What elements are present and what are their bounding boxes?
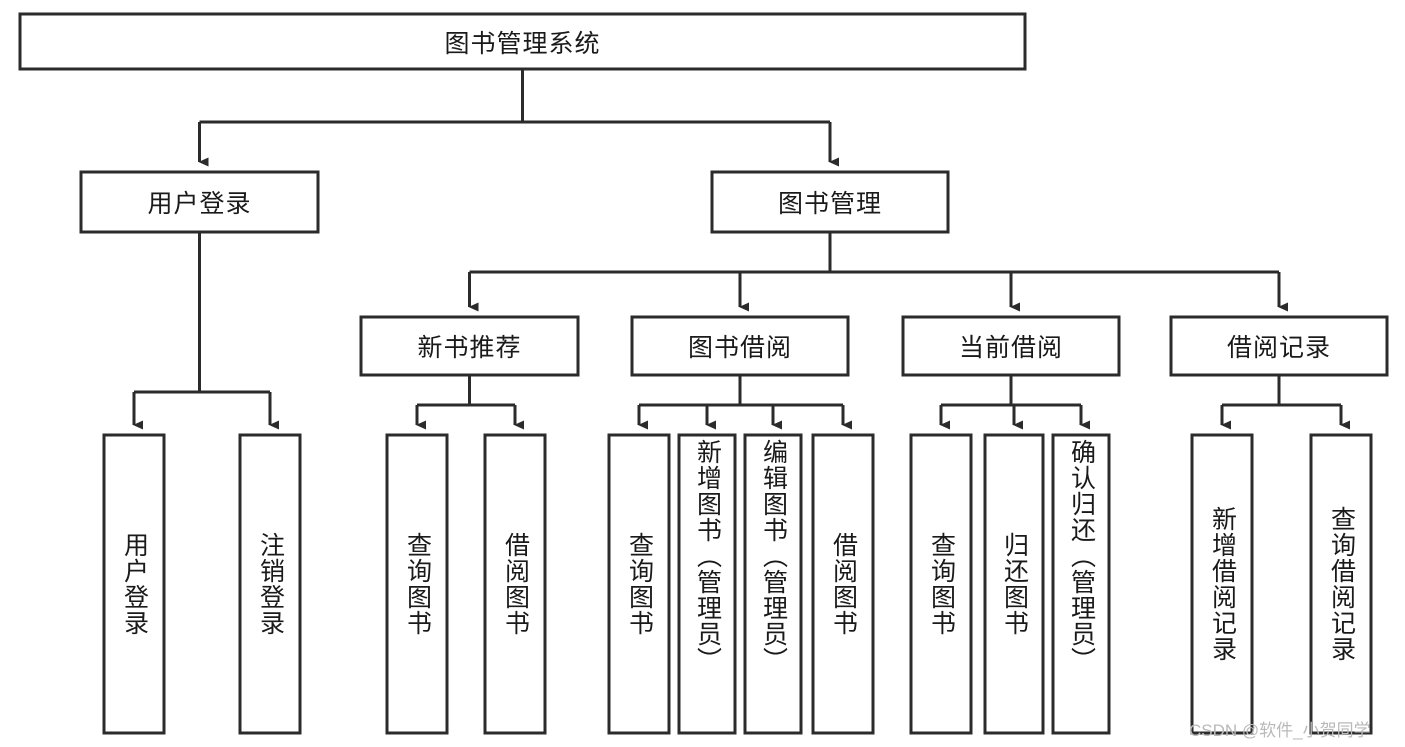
node-box-user-login[interactable]	[79, 170, 320, 234]
node-box-leaf-edit-book-admin[interactable]	[743, 433, 803, 735]
node-box-leaf-return-book[interactable]	[983, 433, 1045, 735]
node-box-leaf-borrow-book[interactable]	[811, 433, 875, 735]
node-box-leaf-query-book-borrow[interactable]	[607, 433, 671, 735]
node-box-leaf-add-borrow-record[interactable]	[1190, 433, 1254, 735]
node-box-borrow-records[interactable]	[1169, 315, 1389, 377]
node-box-leaf-logout[interactable]	[238, 433, 302, 735]
node-box-new-book-recommend[interactable]	[359, 315, 580, 377]
node-box-leaf-query-book-recommend[interactable]	[385, 433, 449, 735]
node-box-leaf-borrow-book-recommend[interactable]	[483, 433, 547, 735]
node-box-root[interactable]	[18, 12, 1027, 71]
node-box-leaf-query-book-current[interactable]	[909, 433, 973, 735]
node-box-leaf-query-borrow-record[interactable]	[1309, 433, 1373, 735]
node-box-book-borrow[interactable]	[630, 315, 850, 377]
node-box-leaf-add-book-admin[interactable]	[677, 433, 737, 735]
node-box-book-management[interactable]	[710, 170, 950, 234]
connector-layer	[132, 69, 1350, 430]
node-box-layer	[18, 12, 1389, 735]
node-box-current-borrow[interactable]	[901, 315, 1121, 377]
node-box-leaf-user-login[interactable]	[102, 433, 166, 735]
node-box-leaf-confirm-return-admin[interactable]	[1051, 433, 1111, 735]
